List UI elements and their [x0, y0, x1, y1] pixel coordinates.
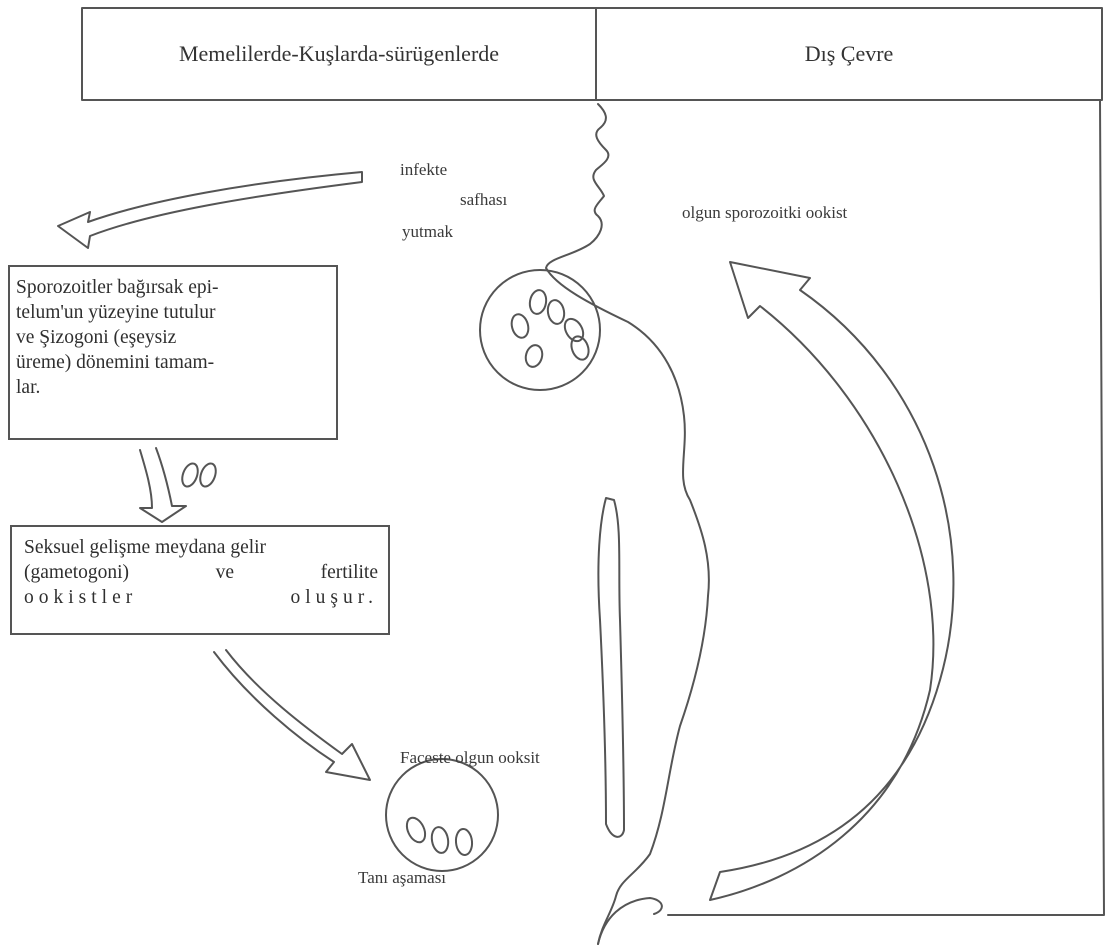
host-header-label: Memelilerde-Kuşlarda-sürügenlerde	[82, 8, 596, 100]
feces-label: Faceste olgun ooksit	[400, 748, 540, 768]
schizogony-line: üreme) dönemini tamam-	[16, 350, 326, 375]
gametogony-box: Seksuel gelişme meydana gelir (gametogon…	[10, 525, 390, 635]
host-silhouette	[546, 104, 709, 944]
schizogony-arrow	[140, 448, 186, 522]
gut-oocyst-shapes	[509, 289, 591, 369]
schizogony-line: Sporozoitler bağırsak epi-	[16, 275, 326, 300]
ingest-label-line3: yutmak	[402, 222, 453, 242]
schizogony-line-text: ve Şizogoni (eşeysiz	[16, 325, 176, 350]
gametogony-word: ve	[216, 560, 234, 585]
ingest-label-line2: safhası	[460, 190, 507, 210]
gametogony-word: (gametogoni)	[24, 560, 129, 585]
outer-border-right	[600, 100, 1104, 915]
gametogony-line-2: (gametogoni) ve fertilite	[24, 560, 378, 585]
feces-oocyst-shapes	[403, 815, 473, 856]
host-arm	[598, 498, 624, 837]
gametogony-line-3: ookistler oluşur.	[24, 585, 378, 610]
gametogony-word: ookistler	[24, 585, 137, 610]
schizogony-line: telum'un yüzeyine tutulur	[16, 300, 326, 325]
merozoite-shapes	[179, 461, 218, 488]
host-foot	[598, 898, 662, 944]
environment-header-label: Dış Çevre	[596, 8, 1102, 100]
ingest-arrow	[58, 172, 362, 248]
ingest-label-line1: infekte	[400, 160, 447, 180]
schizogony-line: ve Şizogoni (eşeysiz	[16, 325, 326, 350]
feces-oocyst-circle	[386, 759, 498, 871]
environment-return-arrow	[710, 262, 953, 900]
diagnosis-label: Tanı aşaması	[358, 868, 446, 888]
schizogony-box: Sporozoitler bağırsak epi- telum'un yüze…	[8, 265, 338, 440]
excretion-arrow	[214, 650, 370, 780]
mature-oocyst-label: olgun sporozoitki ookist	[682, 203, 847, 223]
gametogony-word: oluşur.	[290, 585, 378, 610]
schizogony-line: lar.	[16, 375, 326, 400]
gametogony-line-1: Seksuel gelişme meydana gelir	[24, 535, 378, 560]
gametogony-word: fertilite	[321, 560, 378, 585]
